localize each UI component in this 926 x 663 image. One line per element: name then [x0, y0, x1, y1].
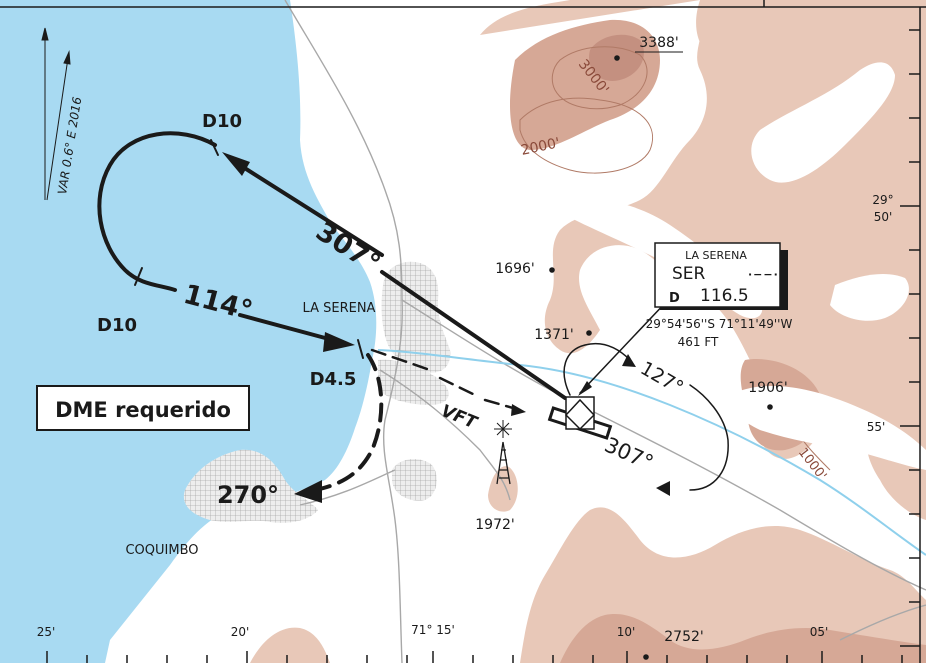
navaid-elevation: 461 FT	[678, 335, 719, 349]
arrowhead-vft	[511, 404, 526, 416]
lon-label-71-15: 71° 15'	[411, 623, 455, 637]
arrowhead-pt-out	[656, 481, 670, 496]
fix-d4-5: D4.5	[310, 369, 357, 390]
arrowheads	[222, 152, 670, 503]
town-inland	[392, 458, 437, 501]
spot-1371: 1371'	[534, 327, 573, 343]
navaid-morse: ·−−·	[748, 268, 779, 281]
inbound-114-track	[238, 313, 342, 344]
east-valley	[729, 385, 926, 470]
arrowhead-pt	[622, 354, 636, 367]
lon-label-20: 20'	[231, 625, 250, 639]
roads	[284, 0, 926, 663]
navaid-coordinates: 29°54'56''S 71°11'49''W	[646, 317, 793, 331]
lon-label-05: 05'	[810, 625, 829, 639]
navaid-box	[654, 242, 788, 310]
arrowhead-missed	[294, 480, 322, 503]
place-coquimbo: COQUIMBO	[125, 543, 198, 558]
terrain-knoll-1972	[488, 466, 518, 512]
missed-heading-label: 270°	[217, 481, 279, 509]
town-la-serena	[381, 261, 451, 373]
town-coquimbo	[183, 449, 318, 523]
missed-approach-track	[303, 353, 384, 494]
navaid-dme-tag: D	[669, 291, 680, 306]
procedure-turn-outbound	[689, 384, 729, 491]
river	[377, 349, 926, 556]
obstacle-1972: 1972'	[475, 517, 514, 533]
arc-track	[97, 131, 217, 292]
variation-arrow	[41, 27, 71, 201]
dme-required-box	[36, 385, 250, 431]
fix-d10-north: D10	[202, 111, 242, 132]
vft-label: VFT	[438, 401, 481, 434]
lat-label-50: 50'	[874, 210, 893, 224]
navaid-frequency: 116.5	[700, 286, 749, 306]
lon-label-10: 10'	[617, 625, 636, 639]
procedure-track	[97, 131, 729, 494]
fix-d10-south: D10	[97, 315, 137, 336]
lon-ticks	[46, 651, 903, 663]
spot-2752: 2752'	[664, 629, 703, 645]
terrain-southeast	[560, 614, 926, 663]
dme-required-note: DME requerido	[55, 398, 231, 422]
lat-label-29: 29°	[872, 193, 893, 207]
peak-3388: 3388'	[639, 35, 678, 51]
place-la-serena: LA SERENA	[303, 301, 376, 316]
terrain-south-hill	[250, 627, 330, 663]
obstacle-tower-icon	[494, 420, 512, 485]
outbound-307-leg	[380, 270, 567, 400]
lat-ticks	[900, 29, 920, 647]
outbound-307-track	[241, 165, 384, 257]
spot-elevations	[549, 55, 773, 660]
arrowhead-inbound	[323, 332, 355, 352]
arrowhead-callout	[578, 381, 592, 396]
arrowhead-north	[222, 152, 250, 176]
vor-dme-station	[547, 396, 613, 440]
lon-label-25: 25'	[37, 625, 56, 639]
procedure-turn-out-label: 127°	[637, 357, 688, 399]
spot-1906: 1906'	[748, 380, 787, 396]
lat-label-55: 55'	[867, 420, 886, 434]
spot-1696: 1696'	[495, 261, 534, 277]
navaid-ident: SER	[672, 264, 706, 284]
navaid-callout-line	[579, 299, 669, 394]
ocean	[0, 0, 377, 663]
navaid-name: LA SERENA	[685, 249, 747, 262]
